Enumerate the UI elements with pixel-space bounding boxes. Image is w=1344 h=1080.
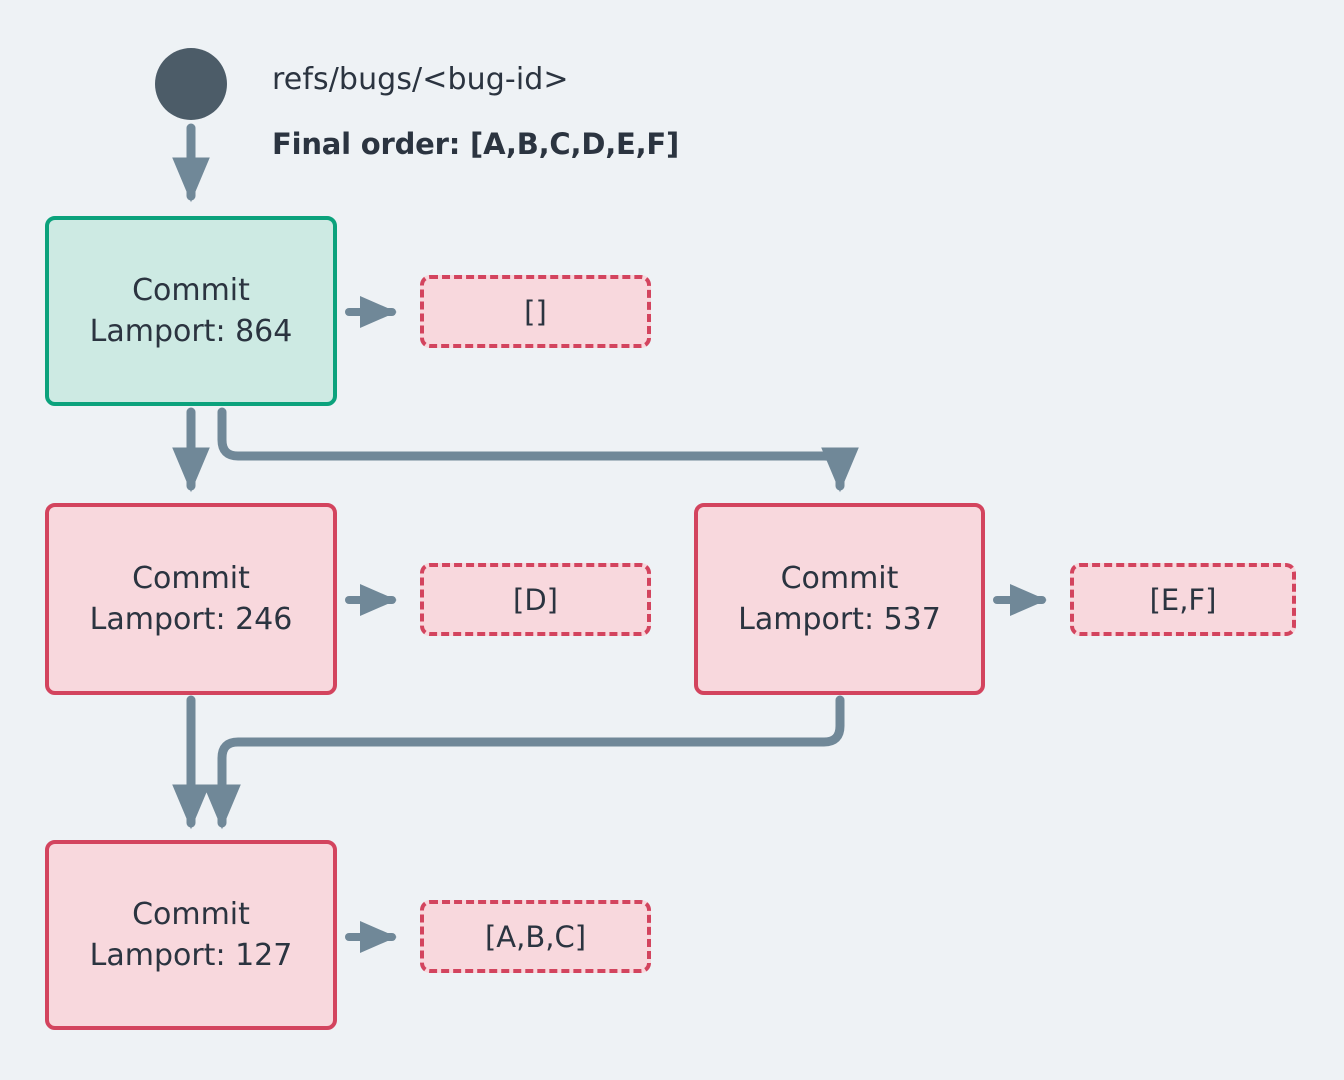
commit-node-127[interactable]: Commit Lamport: 127	[45, 840, 337, 1030]
order-list-864: []	[420, 275, 651, 348]
final-order-label: Final order: [A,B,C,D,E,F]	[272, 127, 680, 161]
commit-lamport: Lamport: 127	[89, 938, 293, 973]
commit-node-246[interactable]: Commit Lamport: 246	[45, 503, 337, 695]
order-list-246: [D]	[420, 563, 651, 636]
edge-commit-864-to-commit-537	[217, 407, 859, 493]
commit-lamport: Lamport: 537	[738, 602, 941, 637]
ref-root-node-icon	[155, 48, 227, 120]
commit-lamport: Lamport: 864	[89, 314, 293, 349]
edge-commit-537-to-commit-127	[203, 695, 845, 830]
commit-title: Commit	[132, 272, 250, 308]
commit-title: Commit	[780, 560, 899, 596]
commit-lamport: Lamport: 246	[89, 602, 293, 637]
commit-node-864[interactable]: Commit Lamport: 864	[45, 216, 337, 406]
commit-title: Commit	[132, 560, 250, 596]
ref-path-label: refs/bugs/<bug-id>	[272, 62, 569, 97]
order-list-127: [A,B,C]	[420, 900, 651, 973]
commit-title: Commit	[132, 896, 250, 932]
commit-node-537[interactable]: Commit Lamport: 537	[694, 503, 985, 695]
order-list-537: [E,F]	[1070, 563, 1296, 636]
